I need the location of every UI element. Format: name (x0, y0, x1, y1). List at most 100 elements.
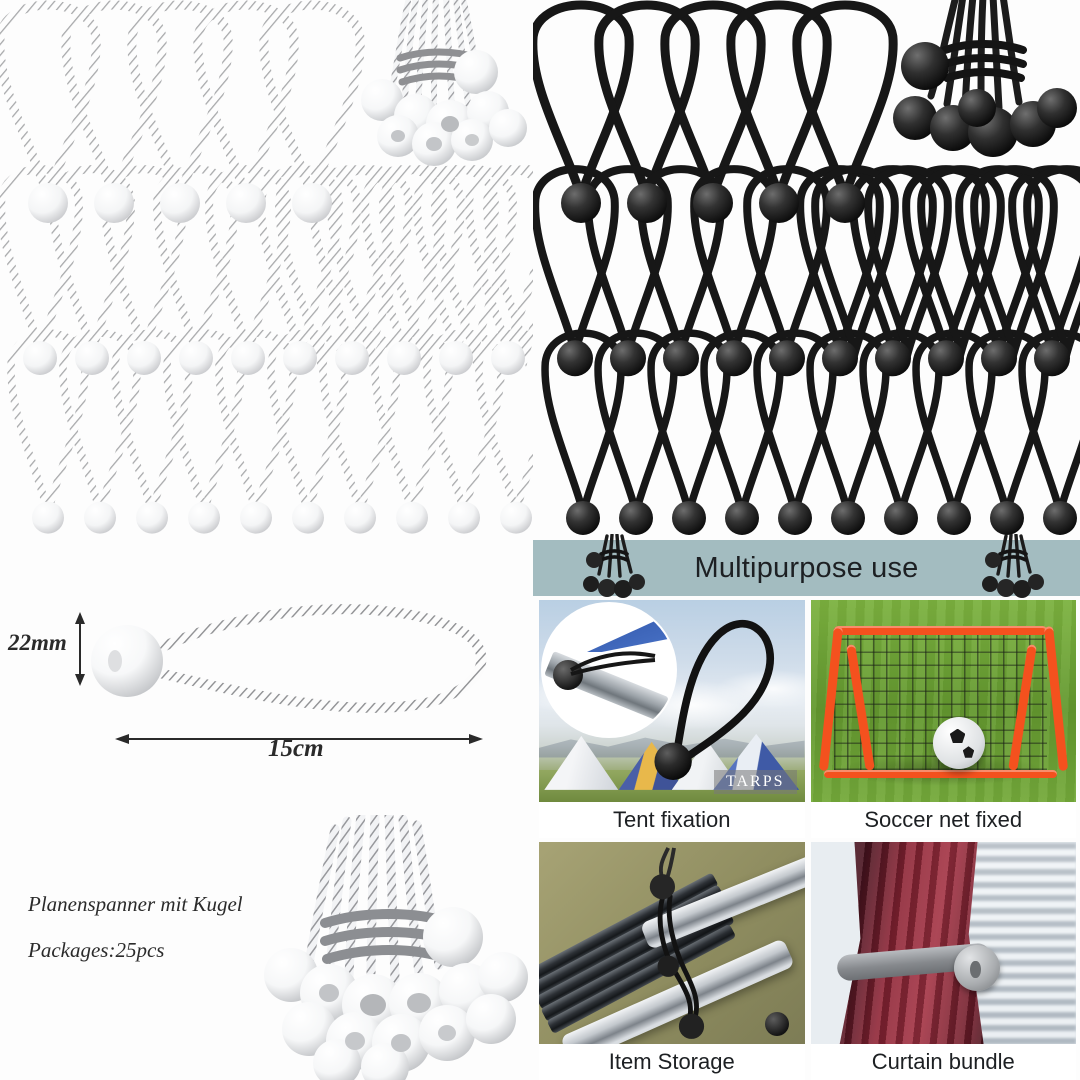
use-case-caption: Item Storage (539, 1044, 805, 1080)
bungee-ball (179, 340, 213, 375)
bungee-ball (240, 501, 272, 534)
bungee-tie-overlay (649, 847, 704, 1039)
ball-diameter-label: 22mm (8, 630, 67, 655)
bungee-loop (483, 165, 533, 368)
loop-length-label: 15cm (268, 735, 324, 762)
bungee-ball (448, 501, 480, 534)
bungee-ball (769, 340, 805, 377)
ball-diameter-arrow (75, 612, 85, 686)
bungee-loop (61, 0, 167, 201)
bungee-loop (163, 329, 245, 516)
single-bungee-diagram (91, 604, 487, 713)
bungee-ball (500, 501, 532, 534)
bungee-ball (335, 340, 369, 375)
bungee-ball (1034, 340, 1070, 377)
bungee-loop (59, 329, 141, 516)
bungee-ball (75, 340, 109, 375)
black-bungee-overlay (654, 620, 775, 781)
bungee-ball (439, 340, 473, 375)
bungee-ball (663, 340, 699, 377)
bungee-ball (283, 340, 317, 375)
soccer-ball (932, 717, 985, 770)
bungee-loop (475, 329, 533, 516)
bungee-loop (319, 329, 401, 516)
banner-bundle-left-icon (583, 534, 645, 598)
bungee-ball (716, 340, 752, 377)
bungee-ball (84, 501, 116, 534)
bungee-ball (759, 183, 799, 223)
use-case-caption: Curtain bundle (810, 1044, 1076, 1080)
bungee-ball (557, 340, 593, 377)
bungee-loop (193, 0, 299, 201)
bungee-ball (231, 340, 265, 375)
use-case-caption: Tent fixation (539, 802, 805, 838)
product-name-label: Planenspanner mit Kugel (28, 892, 243, 916)
white-loops-svg (0, 0, 533, 534)
banner-bundle-right-icon (982, 534, 1044, 598)
bungee-ball (94, 183, 134, 223)
white-bungee-bundle-large (264, 815, 528, 1080)
bungee-ball (693, 183, 733, 223)
bungee-ball (566, 500, 600, 535)
bungee-loop (371, 329, 453, 516)
pole-detail-inset (543, 604, 675, 736)
bungee-ball (387, 340, 421, 375)
white-bungee-panel (0, 0, 533, 540)
use-case-caption: Soccer net fixed (810, 802, 1076, 838)
black-bungee-panel (533, 0, 1080, 540)
loop-length-arrow (115, 734, 483, 744)
bungee-loop (726, 0, 832, 201)
goal-frame-bottom (823, 769, 1058, 778)
bungee-ball (561, 183, 601, 223)
bungee-ball (831, 500, 865, 535)
bungee-loop (0, 0, 101, 201)
bungee-loop (111, 329, 193, 516)
bungee-ball (981, 340, 1017, 377)
bungee-ball (884, 500, 918, 535)
inset-cord (570, 651, 656, 676)
use-case-storage: Item Storage (539, 842, 805, 1080)
multipurpose-title: Multipurpose use (694, 551, 919, 584)
bungee-ball (937, 500, 971, 535)
bungee-ball (875, 340, 911, 377)
multipurpose-banner: Multipurpose use (533, 534, 1080, 598)
bungee-ball (725, 500, 759, 535)
soccer-photo (810, 600, 1076, 802)
bungee-loop (259, 0, 365, 201)
bungee-ball (990, 500, 1024, 535)
bungee-ball (610, 340, 646, 377)
loose-bungee-ball (764, 1011, 789, 1036)
bungee-loop (127, 0, 233, 201)
bungee-ball (188, 501, 220, 534)
curtain-fabric (838, 842, 985, 1044)
use-case-tent: TARPS Tent fixation (539, 600, 805, 838)
bungee-ball (32, 501, 64, 534)
package-count-label: Packages:25pcs (28, 938, 165, 962)
bungee-ball (344, 501, 376, 534)
bungee-ball (627, 183, 667, 223)
bungee-ball (778, 500, 812, 535)
use-case-curtain: Curtain bundle (810, 842, 1076, 1080)
goal-frame-top (834, 626, 1047, 636)
bungee-ball (292, 183, 332, 223)
bungee-ball (226, 183, 266, 223)
bungee-loop (1023, 165, 1080, 368)
bungee-loop (594, 0, 700, 201)
bungee-ball (136, 501, 168, 534)
poles-photo (539, 842, 805, 1044)
bungee-ball (822, 340, 858, 377)
bungee-loop (660, 0, 766, 201)
white-bungee-bundle (361, 0, 527, 166)
bungee-loop (267, 329, 349, 516)
bungee-loop (423, 329, 505, 516)
black-loops-svg (533, 0, 1080, 535)
bungee-ball-knob (953, 945, 1000, 992)
bungee-loop (792, 0, 898, 201)
use-cases-grid: TARPS Tent fixation Socce (533, 596, 1080, 1080)
bungee-ball (127, 340, 161, 375)
black-bungee-bundle (893, 0, 1077, 157)
bungee-ball (1043, 500, 1077, 535)
bungee-ball (619, 500, 653, 535)
multipurpose-panel: Multipurpose use (533, 534, 1080, 1080)
